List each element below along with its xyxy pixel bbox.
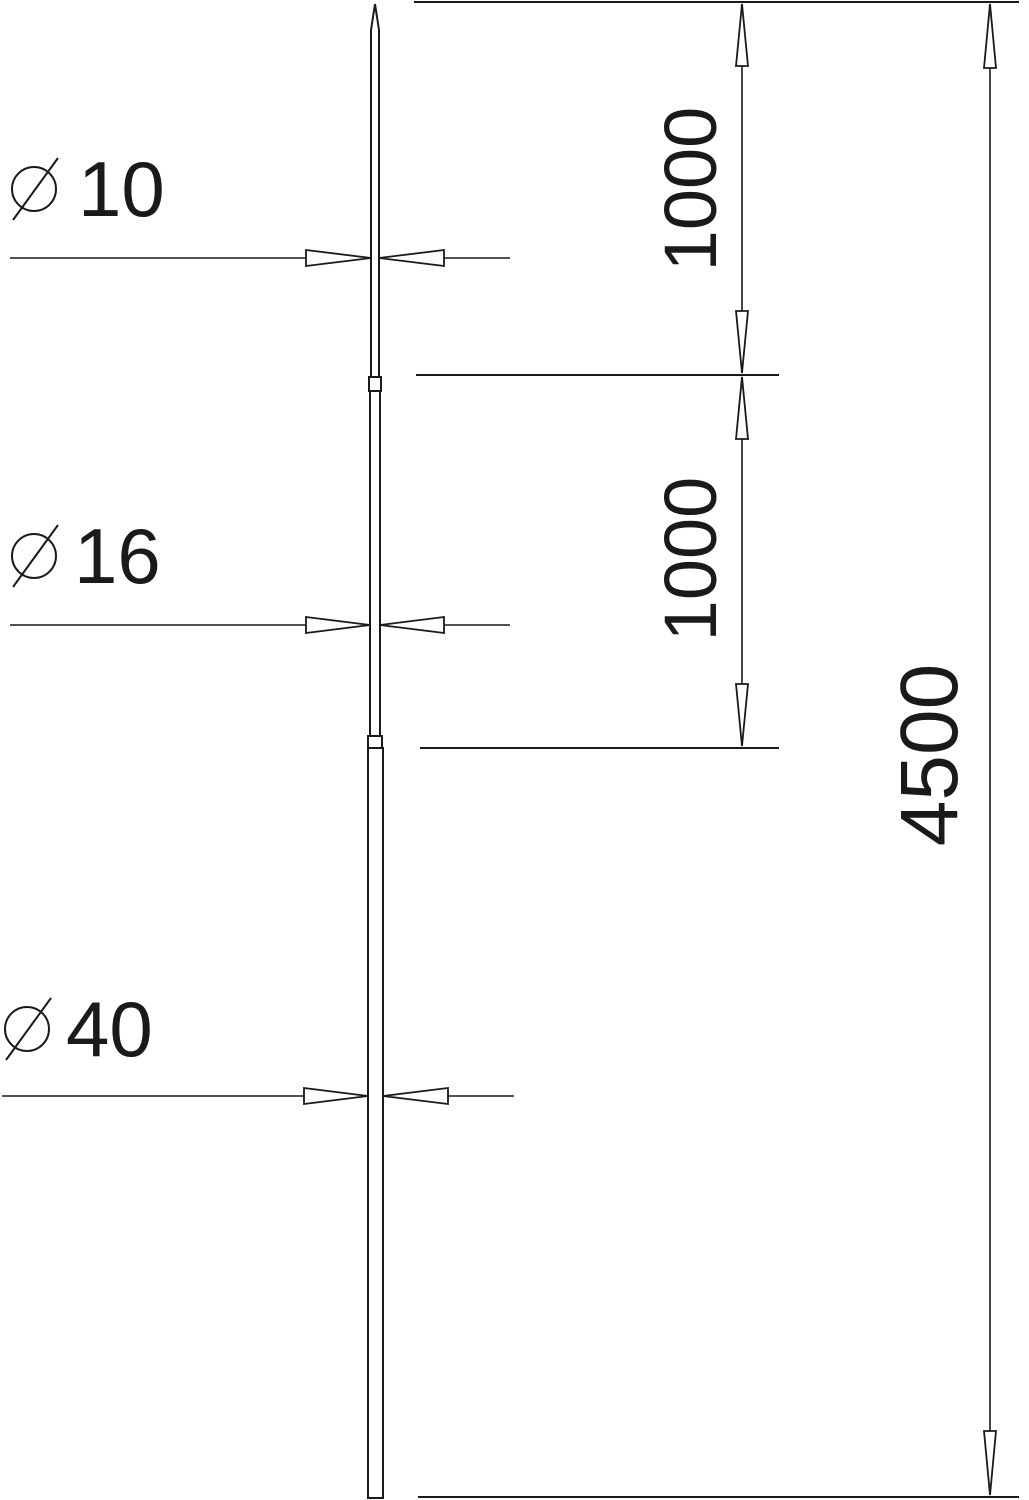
diameter-symbol-icon: [11, 524, 59, 588]
diameter-symbol-icon: [11, 157, 59, 221]
dimension-middle-section: 1000: [649, 376, 749, 747]
arrow-left-icon: [379, 615, 445, 635]
arrow-up-icon: [735, 3, 749, 67]
rod-coupling-2: [367, 735, 383, 749]
extension-lines: [414, 1, 1019, 1498]
arrow-up-icon: [983, 3, 997, 69]
rod-section-thick: [367, 747, 384, 1499]
arrow-right-icon: [305, 248, 372, 268]
arrow-right-icon: [305, 615, 371, 635]
arrow-down-icon: [735, 310, 749, 374]
dimension-label-overall: 4500: [884, 664, 975, 846]
dimension-overall-length: 4500: [884, 3, 997, 1496]
diameter-callout-16: 16: [10, 512, 510, 635]
arrow-right-icon: [303, 1086, 369, 1106]
diameter-value: 40: [66, 985, 153, 1073]
arrow-up-icon: [735, 376, 749, 440]
diameter-symbol-icon: [4, 997, 52, 1061]
rod-tip: [370, 3, 380, 31]
diameter-callout-40: 40: [2, 985, 514, 1106]
arrow-left-icon: [382, 1086, 449, 1106]
dimension-label-top-section: 1000: [649, 107, 732, 272]
dimension-top-section: 1000: [649, 3, 749, 374]
diameter-callout-10: 10: [10, 145, 510, 268]
arrow-down-icon: [735, 683, 749, 747]
rod-coupling-1: [368, 376, 382, 392]
arrow-down-icon: [983, 1430, 997, 1496]
diameter-value: 10: [78, 145, 165, 233]
diameter-value: 16: [74, 512, 161, 600]
rod: [367, 3, 384, 1499]
arrow-left-icon: [378, 248, 445, 268]
dimension-label-middle-section: 1000: [649, 477, 732, 642]
